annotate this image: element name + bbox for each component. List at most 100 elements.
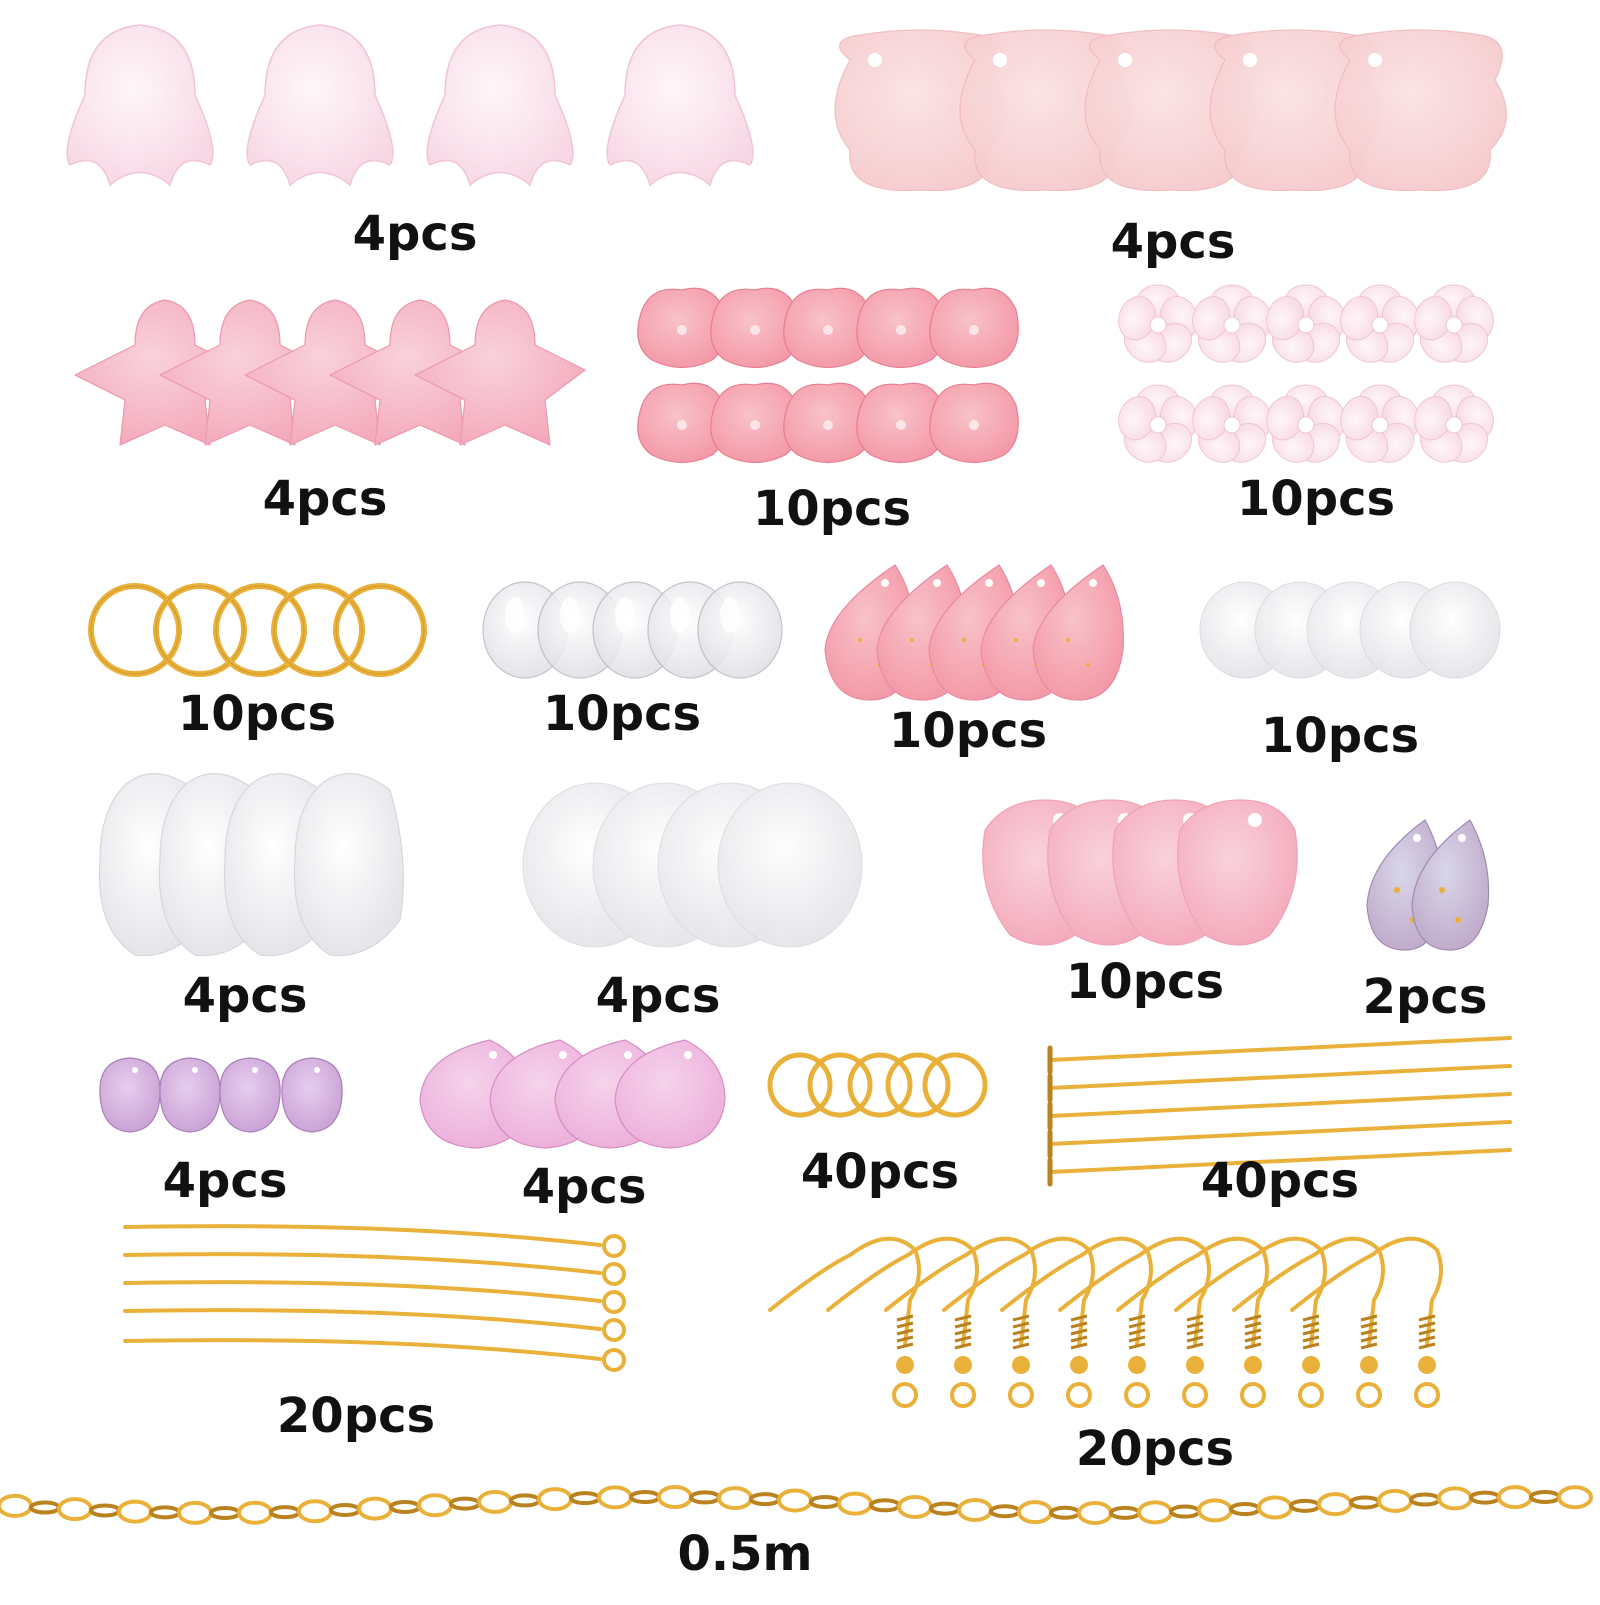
five-petal-flower-bead (1266, 284, 1346, 363)
trumpet-flower-bead (329, 299, 501, 446)
shell-petal-bead (1177, 799, 1298, 946)
quantity-label-eye-pin: 20pcs (276, 1388, 436, 1444)
quantity-label-cup-flower-coral: 10pcs (752, 481, 912, 537)
teardrop-bead (159, 1057, 221, 1133)
cup-flower-bead (929, 382, 1019, 464)
round-disc-bead-icon-group (1199, 581, 1501, 679)
quantity-label-chain: 0.5m (677, 1526, 813, 1582)
bell-flower-bead (606, 24, 754, 187)
cup-flower-bead-icon-group (637, 287, 1019, 464)
jump-ring (807, 1052, 873, 1118)
earring-hook (1058, 1236, 1211, 1408)
petal-bead-icon-group (98, 773, 404, 957)
trumpet-flower-bead-icon-group (74, 299, 586, 446)
five-petal-flower-bead (1192, 384, 1272, 463)
eye-pin (123, 1252, 626, 1286)
teardrop-bead (281, 1057, 343, 1133)
head-pin (1047, 1120, 1512, 1159)
quantity-label-orchid-teardrop: 4pcs (521, 1159, 647, 1215)
eye-pin (123, 1224, 626, 1258)
quantity-label-lavender-teardrop: 2pcs (1362, 969, 1488, 1025)
five-petal-flower-bead (1118, 284, 1198, 363)
quantity-label-purple-teardrop-small: 4pcs (162, 1153, 288, 1209)
jump-ring (333, 583, 427, 677)
jump-ring (153, 583, 247, 677)
quantity-label-frosted-white-disc: 10pcs (1260, 708, 1420, 764)
five-petal-flower-bead (1118, 384, 1198, 463)
quantity-label-pink-teardrop-foil: 10pcs (888, 703, 1048, 759)
clear-bead-icon-group (482, 581, 783, 679)
earring-hook (1290, 1236, 1443, 1408)
quantity-label-head-pin: 40pcs (1200, 1153, 1360, 1209)
trumpet-flower-bead (414, 299, 586, 446)
quantity-label-jump-ring-small: 40pcs (800, 1144, 960, 1200)
quantity-label-bell-flower-pale: 4pcs (352, 206, 478, 262)
head-pin (1047, 1092, 1512, 1131)
earring-hook (942, 1236, 1095, 1408)
petal-bead (293, 773, 404, 957)
quantity-label-clear-round-bead: 10pcs (542, 686, 702, 742)
bell-flower-bead (66, 24, 214, 187)
earring-hook (1232, 1236, 1385, 1408)
round-disc-bead (1409, 581, 1501, 679)
five-petal-flower-bead (1340, 284, 1420, 363)
quantity-label-trumpet-flower-pink: 4pcs (262, 471, 388, 527)
five-petal-flower-bead-icon-group (1118, 284, 1494, 463)
teardrop-bead (1411, 819, 1490, 951)
eye-pin (123, 1308, 626, 1342)
jump-ring (922, 1052, 988, 1118)
chain-icon-group (0, 1485, 1593, 1525)
clear-bead (697, 581, 783, 679)
earring-hook (1000, 1236, 1153, 1408)
jump-ring (88, 583, 182, 677)
teardrop-bead-icon-group (419, 1039, 726, 1149)
round-disc-bead (717, 782, 863, 948)
scallop-petal-bead (1209, 29, 1382, 192)
jump-ring (847, 1052, 913, 1118)
shell-petal-bead-icon-group (982, 799, 1298, 946)
quantity-label-scallop-petal-peach: 4pcs (1110, 214, 1236, 270)
earring-hook (884, 1236, 1037, 1408)
eye-pin-icon-group (123, 1224, 626, 1372)
teardrop-bead (1032, 564, 1124, 701)
jump-ring (271, 583, 365, 677)
earring-hook (1116, 1236, 1269, 1408)
jump-ring-icon-group (767, 1052, 988, 1118)
quantity-label-pink-shell-petal: 10pcs (1065, 954, 1225, 1010)
jump-ring (767, 1052, 833, 1118)
five-petal-flower-bead (1414, 384, 1494, 463)
chain (0, 1485, 1593, 1525)
eye-pin (123, 1338, 626, 1372)
jump-ring (213, 583, 307, 677)
earring-hook (768, 1236, 921, 1408)
head-pin-icon-group (1047, 1036, 1512, 1187)
head-pin (1047, 1064, 1512, 1103)
quantity-label-jump-ring-large: 10pcs (177, 686, 337, 742)
five-petal-flower-bead (1414, 284, 1494, 363)
teardrop-bead-icon-group (1366, 819, 1490, 951)
eye-pin (123, 1280, 626, 1314)
bell-flower-bead (246, 24, 394, 187)
trumpet-flower-bead (74, 299, 246, 446)
five-petal-flower-bead (1192, 284, 1272, 363)
jump-ring-icon-group (88, 583, 427, 677)
bell-flower-bead (426, 24, 574, 187)
teardrop-bead-icon-group (824, 564, 1124, 701)
round-disc-bead-icon-group (522, 782, 863, 948)
cup-flower-bead (929, 287, 1019, 369)
quantity-label-white-disc-large: 4pcs (595, 968, 721, 1024)
five-petal-flower-bead (1340, 384, 1420, 463)
cup-flower-bead (637, 287, 727, 369)
head-pin (1047, 1148, 1512, 1187)
teardrop-bead (219, 1057, 281, 1133)
five-petal-flower-bead (1266, 384, 1346, 463)
head-pin (1047, 1036, 1512, 1075)
bell-flower-bead-icon-group (66, 24, 754, 187)
scallop-petal-bead-icon-group (834, 29, 1507, 192)
quantity-label-five-petal-flower-pale: 10pcs (1236, 471, 1396, 527)
quantity-label-white-petal-large: 4pcs (182, 968, 308, 1024)
quantity-label-ear-hook: 20pcs (1075, 1421, 1235, 1477)
trumpet-flower-bead (244, 299, 416, 446)
